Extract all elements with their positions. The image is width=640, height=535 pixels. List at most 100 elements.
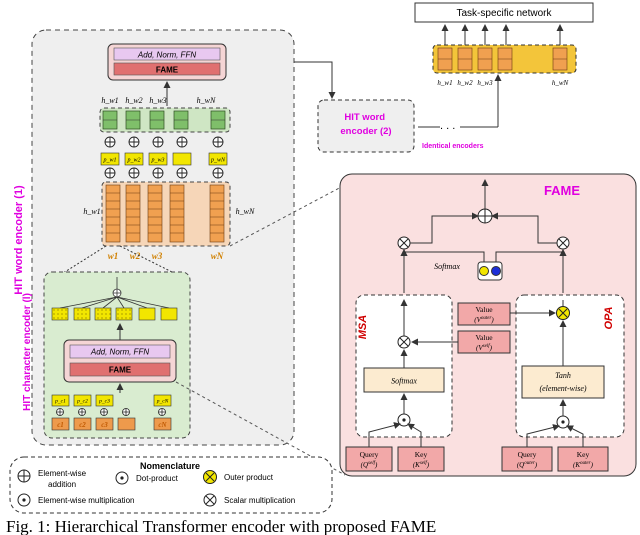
gate-softmax-label: Softmax — [434, 262, 460, 271]
value-self-sub: (Vself) — [476, 344, 493, 352]
fame-title: FAME — [544, 183, 580, 198]
svg-text:p_cN: p_cN — [156, 399, 169, 405]
word-output-row — [99, 107, 231, 133]
legend-elemmult-label: Element-wise multiplication — [38, 496, 134, 505]
h-label: h_wN — [197, 96, 216, 105]
word-fame-label: FAME — [156, 66, 179, 75]
svg-text:p_w2: p_w2 — [126, 158, 140, 164]
task-arrows — [441, 24, 564, 45]
svg-text:(Kself): (Kself) — [413, 461, 430, 469]
arrow — [566, 425, 584, 447]
msa-label: MSA — [357, 315, 369, 340]
svg-text:Query: Query — [518, 450, 537, 459]
arrow — [526, 424, 560, 447]
zoom-line — [175, 381, 346, 476]
svg-text:(Qself): (Qself) — [361, 461, 378, 469]
h-label: h_w2 — [125, 96, 142, 105]
task-network-label: Task-specific network — [456, 8, 552, 19]
gate-blue-dot — [491, 266, 501, 276]
legend-scalar-icon — [203, 493, 217, 507]
svg-text:c3: c3 — [101, 421, 108, 429]
key-self-box — [397, 446, 445, 472]
svg-text:cN: cN — [158, 421, 167, 429]
outer-product-node — [556, 306, 570, 320]
char-add-norm-label: Add, Norm, FFN — [90, 348, 149, 357]
scalar-mult-node — [556, 236, 570, 250]
arrow — [368, 422, 401, 447]
figure-caption: Fig. 1: Hierarchical Transformer encoder… — [6, 517, 436, 535]
char-p-labels: p_c1 p_c2 p_c3 p_cN — [54, 399, 168, 405]
word-p-row — [100, 152, 228, 166]
tanh-box — [521, 365, 605, 399]
legend-elemmult-icon — [17, 493, 31, 507]
h-label: h_w1 — [101, 96, 118, 105]
identical-encoders-label: Identical encoders — [422, 143, 484, 150]
svg-text:h_w3: h_w3 — [477, 79, 493, 87]
arrow — [407, 423, 422, 447]
h-label: h_w3 — [149, 96, 166, 105]
h-right-label: h_wN — [236, 207, 255, 216]
char-top-cells — [51, 307, 178, 321]
svg-text:Key: Key — [577, 450, 590, 459]
zoom-line — [229, 184, 346, 247]
word-embedding-columns — [105, 184, 225, 243]
word-encoder-2-box — [317, 99, 415, 153]
h-label-row: h_w1 h_w2 h_w3 h_wN — [101, 96, 216, 105]
svg-text:p_c3: p_c3 — [98, 399, 110, 405]
char-c-labels: c1 c2 c3 cN — [57, 421, 167, 429]
projection-line — [119, 245, 179, 276]
char-fame-box — [69, 362, 171, 377]
word-encoder-2-title: HIT word encoder (2) — [340, 112, 391, 137]
legend-addition-icon — [17, 469, 31, 483]
svg-text:p_wN: p_wN — [210, 158, 226, 164]
svg-text:(Qouter): (Qouter) — [517, 461, 538, 469]
legend-addition-label-2: addition — [48, 480, 76, 489]
char-plus-row — [56, 408, 166, 416]
char-p-row — [51, 394, 172, 407]
svg-text:w3: w3 — [152, 251, 163, 261]
msa-mult-node — [397, 335, 411, 349]
svg-text:c1: c1 — [57, 421, 64, 429]
projection-line — [59, 245, 107, 276]
msa-softmax-box — [363, 367, 445, 393]
svg-text:p_w1: p_w1 — [102, 158, 116, 164]
legend-scalar-label: Scalar multiplication — [224, 496, 295, 505]
output-labels: h_w1 h_w2 h_w3 h_wN — [437, 79, 568, 87]
svg-text:p_c1: p_c1 — [54, 399, 66, 405]
svg-text:(Kouter): (Kouter) — [573, 461, 594, 469]
opa-dot-node — [556, 415, 570, 429]
value-outer-sub: (Vouter) — [474, 316, 494, 324]
char-add-norm-box — [69, 344, 171, 359]
addition-node — [478, 209, 492, 223]
scalar-mult-node — [397, 236, 411, 250]
msa-softmax-label: Softmax — [391, 377, 417, 386]
ellipsis: . . . — [440, 120, 455, 132]
opa-label: OPA — [603, 306, 615, 329]
svg-text:p_w3: p_w3 — [150, 158, 164, 164]
value-outer-box — [457, 302, 511, 326]
tanh-label: Tanh — [555, 371, 571, 380]
arrow — [410, 212, 479, 244]
nomenclature-box — [9, 456, 333, 514]
nomenclature-title: Nomenclature — [140, 461, 200, 471]
legend-dot-icon — [115, 471, 129, 485]
legend-outer-label: Outer product — [224, 473, 274, 482]
arrow — [491, 212, 557, 244]
word-p-labels: p_w1 p_w2 p_w3 p_wN — [102, 158, 226, 164]
word-labels: w1 w2 w3 wN — [108, 251, 224, 261]
tanh-sub-label: (element-wise) — [539, 384, 586, 393]
plus-row-word — [104, 136, 224, 148]
value-self-label: Value — [475, 333, 493, 342]
svg-text:Query: Query — [360, 450, 379, 459]
legend-dot-label: Dot-product — [136, 474, 179, 483]
char-fame-label: FAME — [109, 366, 132, 375]
word-add-norm-box — [113, 47, 221, 61]
svg-text:w1: w1 — [108, 251, 119, 261]
word-encoder-1-title: HIT word encoder (1) — [13, 185, 25, 295]
word-fame-box — [113, 62, 221, 76]
svg-text:wN: wN — [211, 251, 224, 261]
char-c-row — [51, 417, 172, 431]
legend-outer-icon — [203, 470, 217, 484]
value-outer-label: Value — [475, 305, 493, 314]
